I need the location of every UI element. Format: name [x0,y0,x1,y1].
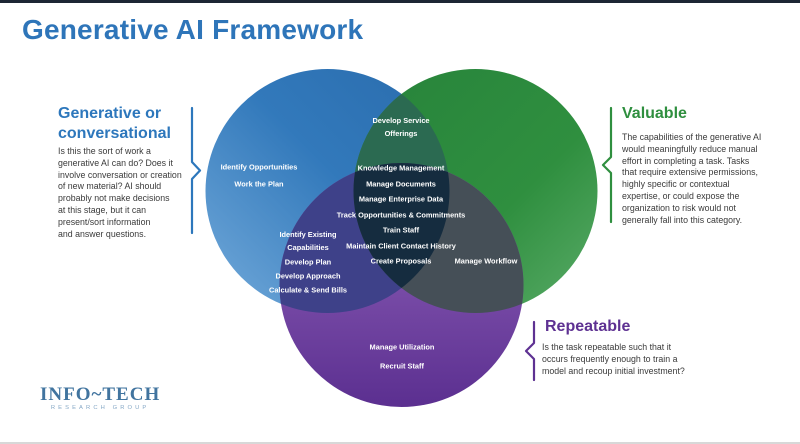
venn-label-work-the-plan: Work the Plan [234,179,284,189]
repeatable-heading: Repeatable [545,318,631,335]
venn-label-manage-utilization: Manage Utilization [369,342,435,352]
repeatable-bracket [524,320,536,382]
venn-label-maintain-client-contact-history: Maintain Client Contact History [346,241,456,251]
valuable-description: The capabilities of the generative AI wo… [622,132,762,225]
venn-label-track-opportunities: Track Opportunities & Commitments [336,210,466,220]
venn-label-manage-enterprise-data: Manage Enterprise Data [358,194,444,204]
repeatable-description: Is the task repeatable such that it occu… [542,342,685,376]
top-border [0,0,800,3]
logo-wordmark: INFO~TECH [40,384,161,405]
venn-label-train-staff: Train Staff [382,225,420,235]
venn-label-develop-approach: Develop Approach [275,271,341,281]
venn-label-recruit-staff: Recruit Staff [380,361,424,371]
venn-label-develop-service-offerings: Develop Service Offerings [372,116,430,138]
venn-label-manage-workflow: Manage Workflow [454,256,518,266]
valuable-heading: Valuable [622,105,687,122]
generative-bracket [190,106,202,235]
venn-label-develop-plan: Develop Plan [284,257,332,267]
page-title: Generative AI Framework [22,14,364,45]
bottom-border [0,442,800,444]
venn-label-knowledge-management: Knowledge Management [357,163,445,173]
valuable-bracket [601,106,613,224]
all-three-overlap [353,163,450,313]
logo-subtitle: RESEARCH GROUP [50,405,150,411]
generative-description: Is this the sort of work a generative AI… [58,146,182,239]
infotech-logo: INFO~TECH RESEARCH GROUP [40,385,160,411]
venn-label-identify-existing-capabilities: Identify Existing Capabilities [279,230,337,252]
venn-label-calculate-send-bills: Calculate & Send Bills [268,285,348,295]
venn-label-identify-opportunities: Identify Opportunities [220,162,298,172]
venn-label-manage-documents: Manage Documents [366,179,436,189]
generative-heading: Generative or conversational [58,105,171,142]
venn-label-create-proposals: Create Proposals [370,256,432,266]
